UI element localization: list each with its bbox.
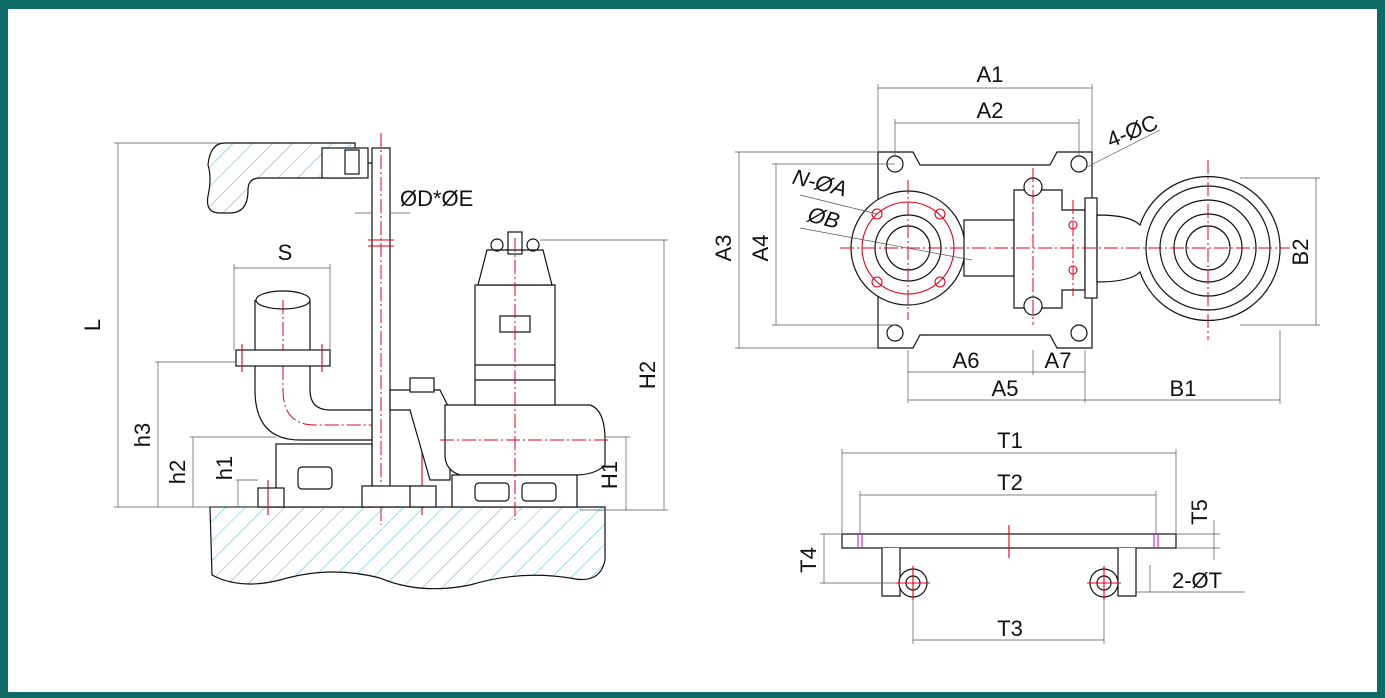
label-B2: B2 [1288,239,1313,266]
label-h1: h1 [212,456,237,480]
ceiling-block [206,142,356,214]
label-A3: A3 [711,235,736,262]
label-T2: T2 [997,470,1023,495]
label-H2: H2 [635,361,660,389]
rail-leg-left [881,548,901,597]
technical-drawing: L S ØD*ØE H2 H1 h1 h2 h3 [80,62,1320,644]
top-dimensions [735,84,1320,404]
label-A7: A7 [1045,348,1072,373]
label-H1: H1 [597,461,622,489]
label-2-T: 2-ØT [1172,568,1222,593]
rail-dimensions [820,449,1245,644]
floor-slab [209,506,606,590]
label-S: S [278,240,293,265]
discharge-pipe [254,300,373,441]
base-seat [275,443,373,508]
label-A1: A1 [977,62,1004,87]
top-view: A1 A2 A3 A4 A5 A6 A7 B1 B2 4-ØC N-ØA ØB [711,62,1320,404]
label-A6: A6 [953,348,980,373]
label-D-E: ØD*ØE [400,186,473,211]
label-T5: T5 [1187,499,1212,525]
label-A4: A4 [748,235,773,262]
label-4-C: 4-ØC [1103,110,1161,153]
rail-leg-right [1117,548,1137,597]
label-h3: h3 [130,423,155,447]
coupling-bracket [389,389,451,481]
label-B: ØB [804,202,842,234]
label-N-A: N-ØA [790,164,849,202]
drawing-frame: L S ØD*ØE H2 H1 h1 h2 h3 [8,9,1377,692]
label-A5: A5 [992,376,1019,401]
label-T1: T1 [997,428,1023,453]
label-h2: h2 [165,460,190,484]
label-T3: T3 [997,616,1023,641]
side-view: L S ØD*ØE H2 H1 h1 h2 h3 [80,133,668,590]
side-dimensions [114,142,668,511]
label-A2: A2 [977,98,1004,123]
label-L: L [80,319,105,331]
label-T4: T4 [796,547,821,573]
label-B1: B1 [1170,376,1197,401]
rail-view: T1 T2 T3 T4 T5 2-ØT [796,428,1245,644]
pipe-flange [235,349,331,367]
